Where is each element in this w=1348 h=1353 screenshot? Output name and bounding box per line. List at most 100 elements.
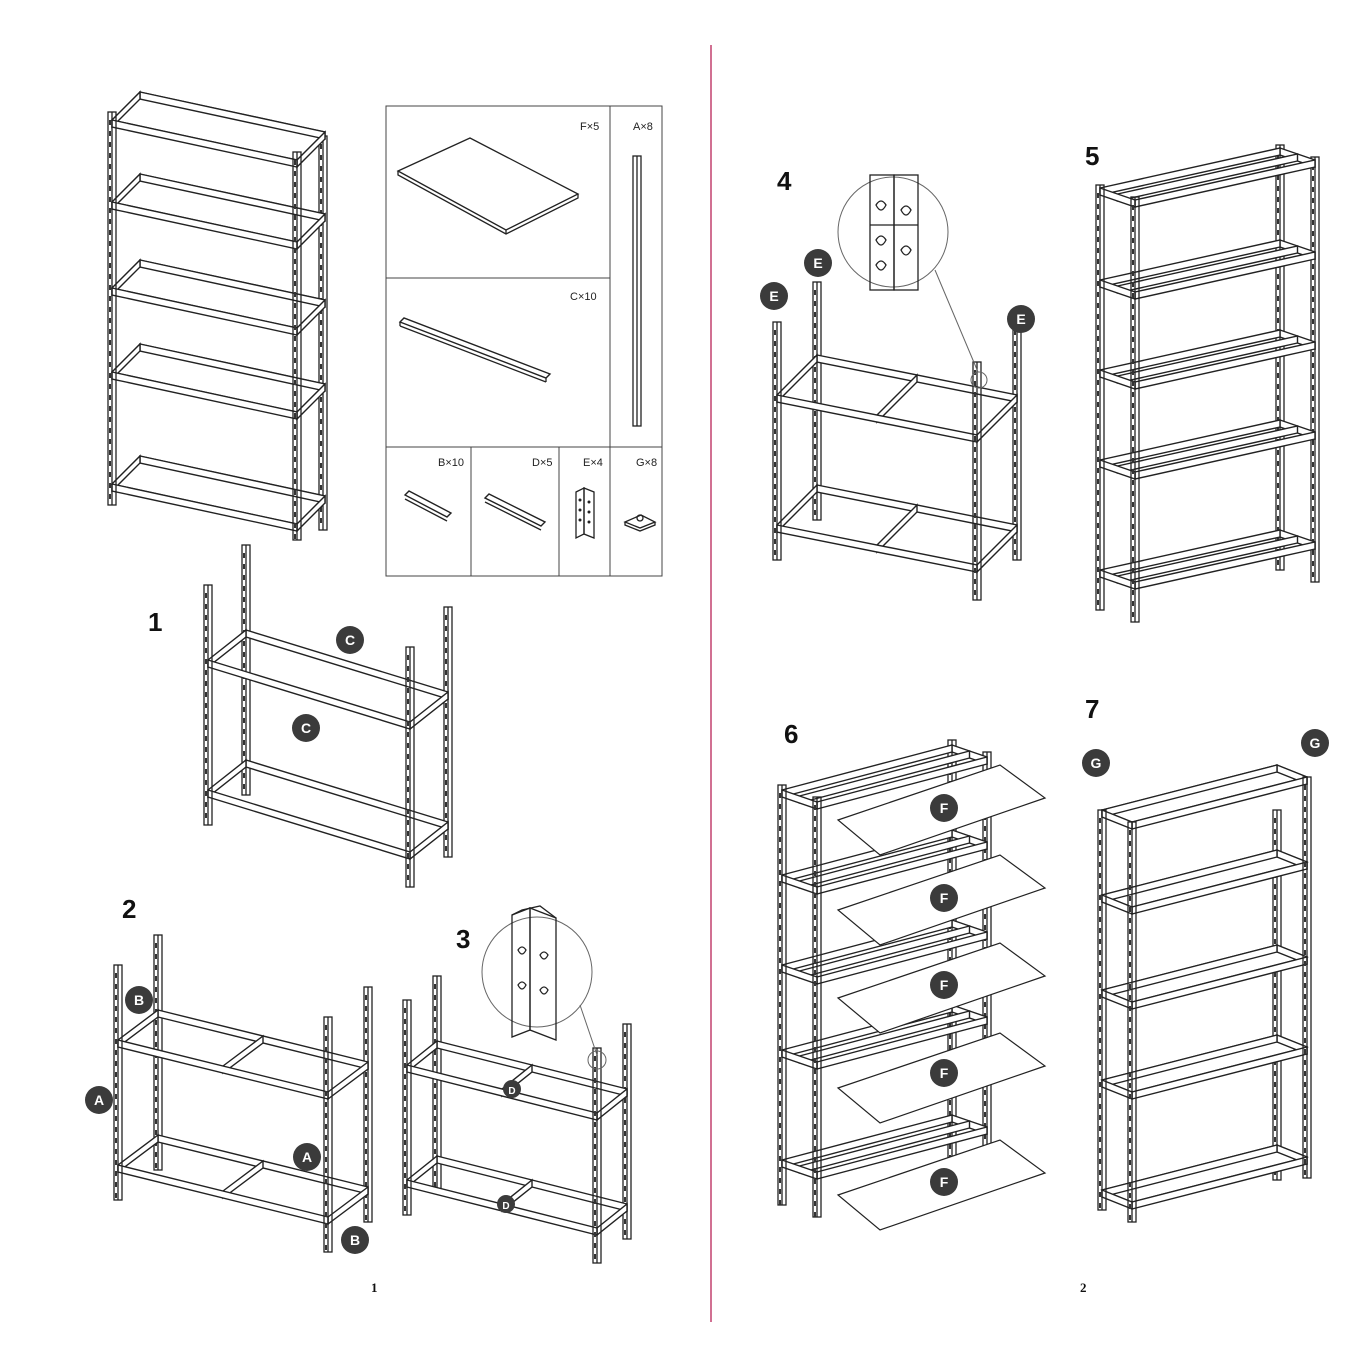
svg-text:C: C xyxy=(301,720,311,736)
back-right-upright xyxy=(1302,776,1312,1179)
part-f-shelf-board: F×5 xyxy=(396,121,599,235)
back-right-upright xyxy=(1012,321,1022,561)
badge-f: F xyxy=(930,1059,958,1087)
badge-e: E xyxy=(804,249,832,277)
badge-b: B xyxy=(125,986,153,1014)
svg-text:F: F xyxy=(940,1065,949,1081)
svg-text:A: A xyxy=(94,1092,104,1108)
step-5-illustration xyxy=(1095,144,1320,623)
badge-g: G xyxy=(1301,729,1329,757)
badge-a: A xyxy=(293,1143,321,1171)
side-beam xyxy=(409,820,449,861)
badge-g: G xyxy=(1082,749,1110,777)
part-label-b: B×10 xyxy=(438,457,464,469)
step-number-6: 6 xyxy=(784,719,798,749)
shelf-board xyxy=(1100,1034,1309,1093)
front-right-upright xyxy=(405,646,415,888)
center-support-bar xyxy=(876,503,918,554)
side-beam xyxy=(776,353,818,404)
shelf-board xyxy=(1100,944,1309,1003)
back-right-upright xyxy=(1310,156,1320,583)
step-4-illustration xyxy=(772,281,1022,601)
step-4-connector-zoom xyxy=(837,174,988,389)
badge-d: D xyxy=(503,1080,521,1098)
badge-f: F xyxy=(930,971,958,999)
shelf-board xyxy=(1100,849,1309,908)
side-beam xyxy=(327,1185,369,1226)
parts-list: F×5 A×8 C×10 B×10 D×5 xyxy=(385,105,663,577)
svg-text:E: E xyxy=(1016,311,1025,327)
front-left-upright xyxy=(772,321,782,561)
svg-text:F: F xyxy=(940,890,949,906)
back-right-upright xyxy=(443,606,453,858)
svg-text:E: E xyxy=(813,255,822,271)
step-6-illustration xyxy=(777,739,1047,1231)
front-left-upright xyxy=(402,999,412,1216)
part-label-g: G×8 xyxy=(636,457,657,469)
badge-d: D xyxy=(497,1195,515,1213)
step-number-7: 7 xyxy=(1085,694,1099,724)
front-right-upright xyxy=(323,1016,333,1253)
svg-text:D: D xyxy=(502,1201,509,1212)
svg-text:E: E xyxy=(769,288,778,304)
part-a-upright: A×8 xyxy=(632,121,653,427)
front-right-upright xyxy=(592,1047,602,1264)
step-number-1: 1 xyxy=(148,607,162,637)
page-number-1: 1 xyxy=(371,1280,378,1295)
badge-b: B xyxy=(341,1226,369,1254)
badge-f: F xyxy=(930,884,958,912)
finished-shelf-overview xyxy=(107,90,328,541)
front-right-upright xyxy=(972,361,982,601)
step-number-3: 3 xyxy=(456,924,470,954)
badge-c: C xyxy=(336,626,364,654)
front-left-upright xyxy=(1095,184,1105,611)
front-left-upright xyxy=(777,784,787,1206)
shelf-board xyxy=(1100,1144,1309,1203)
step-number-5: 5 xyxy=(1085,141,1099,171)
badge-e: E xyxy=(760,282,788,310)
part-badges: C C B A A B D D E E E F F F F F G G xyxy=(85,249,1329,1254)
front-right-upright xyxy=(1130,196,1140,623)
svg-text:F: F xyxy=(940,1174,949,1190)
front-right-upright xyxy=(812,796,822,1218)
svg-text:G: G xyxy=(1091,755,1102,771)
part-label-a: A×8 xyxy=(633,121,653,133)
front-left-upright xyxy=(1097,809,1107,1211)
badge-a: A xyxy=(85,1086,113,1114)
back-left-upright xyxy=(241,544,251,796)
part-c-long-beam: C×10 xyxy=(398,291,597,383)
step-2-illustration xyxy=(113,934,373,1253)
badge-e: E xyxy=(1007,305,1035,333)
front-left-upright xyxy=(107,111,117,506)
back-right-upright xyxy=(318,135,328,531)
step-number-2: 2 xyxy=(122,894,136,924)
svg-text:C: C xyxy=(345,632,355,648)
front-beam xyxy=(406,1064,598,1121)
step-number-4: 4 xyxy=(777,166,792,196)
badge-f: F xyxy=(930,1168,958,1196)
shelf-board xyxy=(1100,764,1309,823)
side-beam xyxy=(327,1060,369,1101)
part-label-d: D×5 xyxy=(532,457,553,469)
step-1-illustration xyxy=(203,544,453,888)
side-beam xyxy=(976,523,1018,574)
center-support-bar xyxy=(876,373,918,424)
page-number-2: 2 xyxy=(1080,1280,1087,1295)
svg-text:A: A xyxy=(302,1149,312,1165)
badge-f: F xyxy=(930,794,958,822)
front-beam xyxy=(776,394,978,443)
front-beam xyxy=(776,524,978,573)
part-e-corner-connector: E×4 xyxy=(575,457,603,540)
front-right-upright xyxy=(292,151,302,541)
part-d-support-bar: D×5 xyxy=(483,457,553,531)
part-b-short-beam: B×10 xyxy=(403,457,464,522)
front-left-upright xyxy=(203,584,213,826)
part-g-foot-cap: G×8 xyxy=(623,457,657,532)
svg-text:F: F xyxy=(940,977,949,993)
side-beam xyxy=(976,393,1018,444)
front-left-upright xyxy=(113,964,123,1201)
part-label-c: C×10 xyxy=(570,291,597,303)
step-7-illustration xyxy=(1097,763,1312,1223)
part-label-f: F×5 xyxy=(580,121,599,133)
